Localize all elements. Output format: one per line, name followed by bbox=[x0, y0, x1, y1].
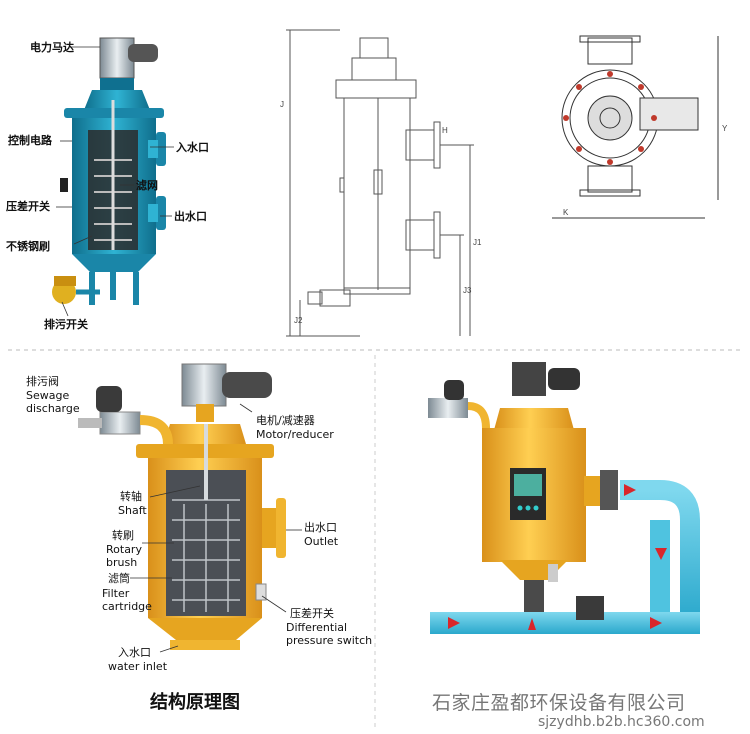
label-motor-en: Motor/reducer bbox=[256, 428, 334, 441]
line-drawing-side-view bbox=[286, 29, 474, 337]
watermark-company: 石家庄盈都环保设备有限公司 bbox=[432, 692, 686, 714]
label-water-outlet-top: 出水口 bbox=[174, 210, 207, 223]
top-view-bolts bbox=[563, 71, 657, 165]
flow-arrows bbox=[448, 484, 667, 630]
label-brush-en: Rotary brush bbox=[106, 543, 142, 569]
label-inlet-en: water inlet bbox=[108, 660, 168, 673]
label-electric-motor: 电力马达 bbox=[30, 41, 74, 54]
yellow-filter-cutaway bbox=[78, 363, 286, 650]
label-water-inlet-top: 入水口 bbox=[176, 141, 209, 154]
label-cartridge-zh: 滤筒 bbox=[108, 572, 130, 585]
label-sewage-en: Sewage discharge bbox=[26, 389, 80, 415]
label-shaft-zh: 转轴 bbox=[120, 490, 142, 503]
teal-filter-cutaway bbox=[52, 37, 166, 305]
label-control-circuit: 控制电路 bbox=[8, 134, 52, 147]
label-stainless-brush: 不锈钢刷 bbox=[6, 240, 50, 253]
watermark-url: sjzydhb.b2b.hc360.com bbox=[538, 714, 705, 730]
label-drain-switch: 排污开关 bbox=[44, 318, 88, 331]
line-drawing-top-view bbox=[552, 35, 719, 219]
label-inlet-zh: 入水口 bbox=[118, 646, 151, 659]
installation-diagram bbox=[428, 362, 700, 634]
label-sewage-zh: 排污阀 bbox=[26, 375, 59, 388]
dim-Y: Y bbox=[722, 124, 728, 133]
label-dp-switch-zh: 压差开关 bbox=[290, 607, 334, 620]
dim-J3: J3 bbox=[463, 286, 472, 295]
label-cartridge-en: Filter cartridge bbox=[102, 587, 152, 613]
label-brush-zh: 转刷 bbox=[112, 529, 134, 542]
label-pressure-switch-top: 压差开关 bbox=[6, 200, 50, 213]
leader-lines bbox=[56, 46, 302, 653]
label-outlet-zh: 出水口 bbox=[304, 521, 337, 534]
caption-structure-diagram: 结构原理图 bbox=[150, 692, 240, 713]
label-dp-switch-en: Differential pressure switch bbox=[286, 621, 373, 647]
label-outlet-en: Outlet bbox=[304, 535, 339, 548]
label-shaft-en: Shaft bbox=[118, 504, 147, 517]
dim-J2: J2 bbox=[294, 316, 303, 325]
dim-H: H bbox=[442, 126, 448, 135]
label-filter-screen: 滤网 bbox=[136, 179, 158, 192]
label-motor-zh: 电机/减速器 bbox=[256, 414, 315, 427]
dim-J: J bbox=[280, 100, 284, 109]
dim-K: K bbox=[563, 208, 569, 217]
dim-J1: J1 bbox=[473, 238, 482, 247]
